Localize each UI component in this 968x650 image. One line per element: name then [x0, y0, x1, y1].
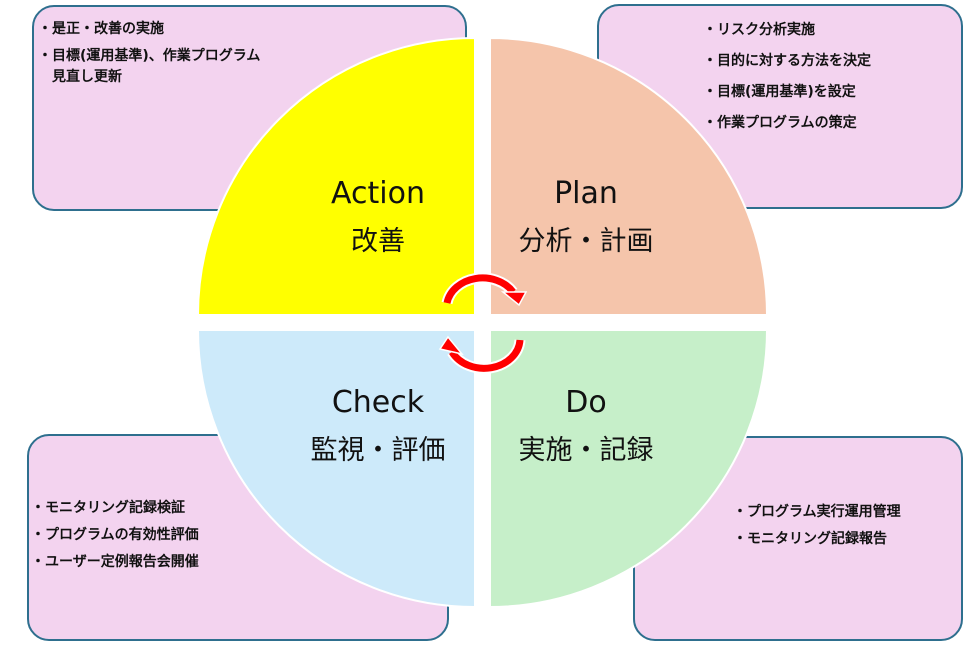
- do-item: プログラム実行運用管理: [733, 502, 901, 523]
- plan-item: 目的に対する方法を決定: [703, 51, 871, 72]
- do-item: モニタリング記録報告: [733, 529, 901, 550]
- check-item: プログラムの有効性評価: [31, 525, 199, 546]
- cycle-arrow-top-icon: [441, 272, 528, 307]
- do-subtitle: 実施・記録: [519, 435, 654, 466]
- plan-quadrant: [489, 36, 769, 316]
- action-quadrant: [196, 36, 476, 316]
- plan-subtitle: 分析・計画: [519, 226, 654, 257]
- check-item: ユーザー定例報告会開催: [31, 552, 199, 573]
- action-item: 是正・改善の実施: [38, 19, 260, 40]
- check-item: モニタリング記録検証: [31, 498, 199, 519]
- action-title: Action: [331, 176, 425, 211]
- check-quadrant: [196, 329, 476, 609]
- check-title: Check: [332, 385, 425, 420]
- action-item: 目標(運用基準)、作業プログラム: [38, 46, 260, 67]
- check-subtitle: 監視・評価: [311, 435, 446, 466]
- cycle-arrow-bottom-icon: [438, 335, 526, 374]
- action-subtitle: 改善: [351, 226, 405, 257]
- plan-title: Plan: [554, 176, 618, 211]
- plan-item: リスク分析実施: [703, 20, 871, 41]
- plan-item: 目標(運用基準)を設定: [703, 82, 871, 103]
- plan-item: 作業プログラムの策定: [703, 113, 871, 134]
- do-title: Do: [565, 385, 606, 420]
- do-quadrant: [489, 329, 769, 609]
- action-item: 見直し更新: [52, 69, 122, 85]
